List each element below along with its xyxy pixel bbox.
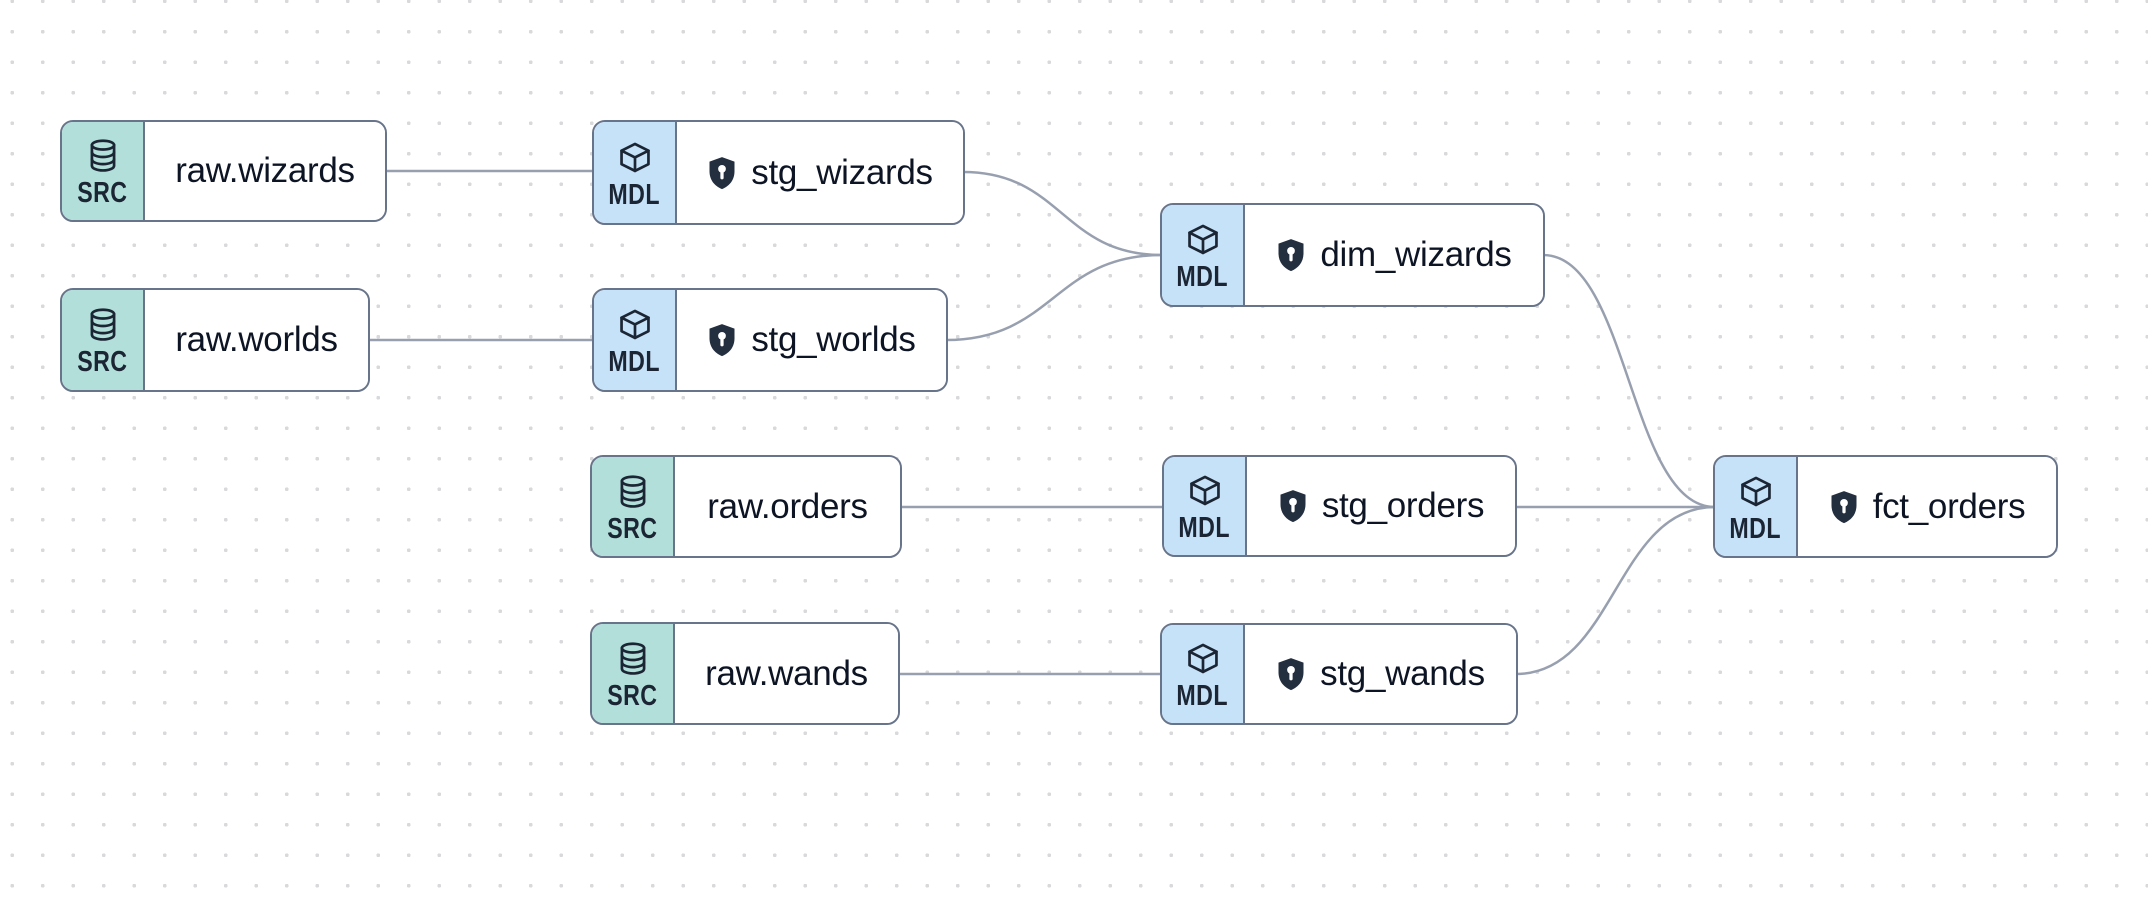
- shield-lock-icon: [709, 324, 735, 357]
- node-label: raw.wands: [705, 653, 868, 693]
- edge-dim-wizards-to-fct-orders: [1542, 253, 1716, 509]
- node-body: raw.wands: [675, 624, 898, 723]
- node-label: stg_worlds: [751, 320, 916, 359]
- node-fct-orders[interactable]: MDL fct_orders: [1713, 455, 2058, 558]
- node-body: raw.orders: [675, 457, 900, 556]
- badge-label: MDL: [608, 346, 661, 378]
- src-badge: SRC: [592, 457, 675, 556]
- src-badge: SRC: [62, 290, 145, 390]
- cube-icon: [619, 309, 650, 340]
- node-label: raw.orders: [707, 486, 868, 526]
- cube-icon: [1187, 224, 1218, 255]
- badge-label: MDL: [1178, 512, 1231, 544]
- badge-label: SRC: [607, 512, 658, 545]
- shield-lock-icon: [1278, 658, 1304, 691]
- badge-label: SRC: [607, 679, 658, 712]
- node-raw-wands[interactable]: SRC raw.wands: [590, 622, 900, 725]
- mdl-badge: MDL: [594, 290, 677, 390]
- node-body: fct_orders: [1798, 457, 2056, 556]
- node-label: raw.wizards: [175, 151, 355, 190]
- node-raw-orders[interactable]: SRC raw.orders: [590, 455, 902, 558]
- cube-icon: [1740, 476, 1771, 506]
- node-body: stg_orders: [1247, 457, 1515, 555]
- badge-label: SRC: [77, 346, 128, 378]
- mdl-badge: MDL: [1162, 625, 1245, 723]
- badge-label: MDL: [608, 178, 661, 211]
- node-label: fct_orders: [1872, 486, 2026, 526]
- src-badge: SRC: [592, 624, 675, 723]
- database-icon: [90, 308, 115, 341]
- edge-stg-wands-to-fct-orders: [1515, 505, 1716, 676]
- node-dim-wizards[interactable]: MDL dim_wizards: [1160, 203, 1545, 307]
- cube-icon: [1187, 643, 1218, 674]
- mdl-badge: MDL: [594, 122, 677, 223]
- node-raw-worlds[interactable]: SRC raw.worlds: [60, 288, 370, 392]
- edge-stg-wizards-to-dim-wizards: [962, 170, 1163, 257]
- shield-lock-icon: [1831, 490, 1857, 523]
- database-icon: [620, 641, 645, 675]
- database-icon: [90, 139, 115, 172]
- node-label: dim_wizards: [1320, 235, 1512, 274]
- badge-label: SRC: [77, 177, 128, 209]
- mdl-badge: MDL: [1715, 457, 1798, 556]
- node-body: stg_wizards: [677, 122, 963, 223]
- node-stg-worlds[interactable]: MDL stg_worlds: [592, 288, 948, 392]
- mdl-badge: MDL: [1162, 205, 1245, 305]
- node-label: raw.worlds: [175, 320, 338, 359]
- badge-label: MDL: [1176, 261, 1229, 293]
- node-raw-wizards[interactable]: SRC raw.wizards: [60, 120, 387, 222]
- node-stg-wands[interactable]: MDL stg_wands: [1160, 623, 1518, 725]
- node-body: stg_worlds: [677, 290, 946, 390]
- node-stg-orders[interactable]: MDL stg_orders: [1162, 455, 1517, 557]
- node-body: raw.worlds: [145, 290, 368, 390]
- node-body: dim_wizards: [1245, 205, 1543, 305]
- node-stg-wizards[interactable]: MDL stg_wizards: [592, 120, 965, 225]
- node-body: stg_wands: [1245, 625, 1516, 723]
- cube-icon: [619, 142, 650, 172]
- edge-stg-worlds-to-dim-wizards: [945, 253, 1163, 342]
- src-badge: SRC: [62, 122, 145, 220]
- badge-label: MDL: [1729, 512, 1782, 545]
- shield-lock-icon: [1278, 239, 1304, 272]
- node-body: raw.wizards: [145, 122, 385, 220]
- cube-icon: [1189, 475, 1220, 506]
- node-label: stg_wands: [1320, 654, 1485, 693]
- shield-lock-icon: [709, 156, 735, 189]
- mdl-badge: MDL: [1164, 457, 1247, 555]
- node-label: stg_orders: [1321, 486, 1485, 525]
- database-icon: [620, 474, 645, 508]
- badge-label: MDL: [1176, 680, 1229, 712]
- node-label: stg_wizards: [751, 152, 933, 192]
- shield-lock-icon: [1280, 490, 1306, 523]
